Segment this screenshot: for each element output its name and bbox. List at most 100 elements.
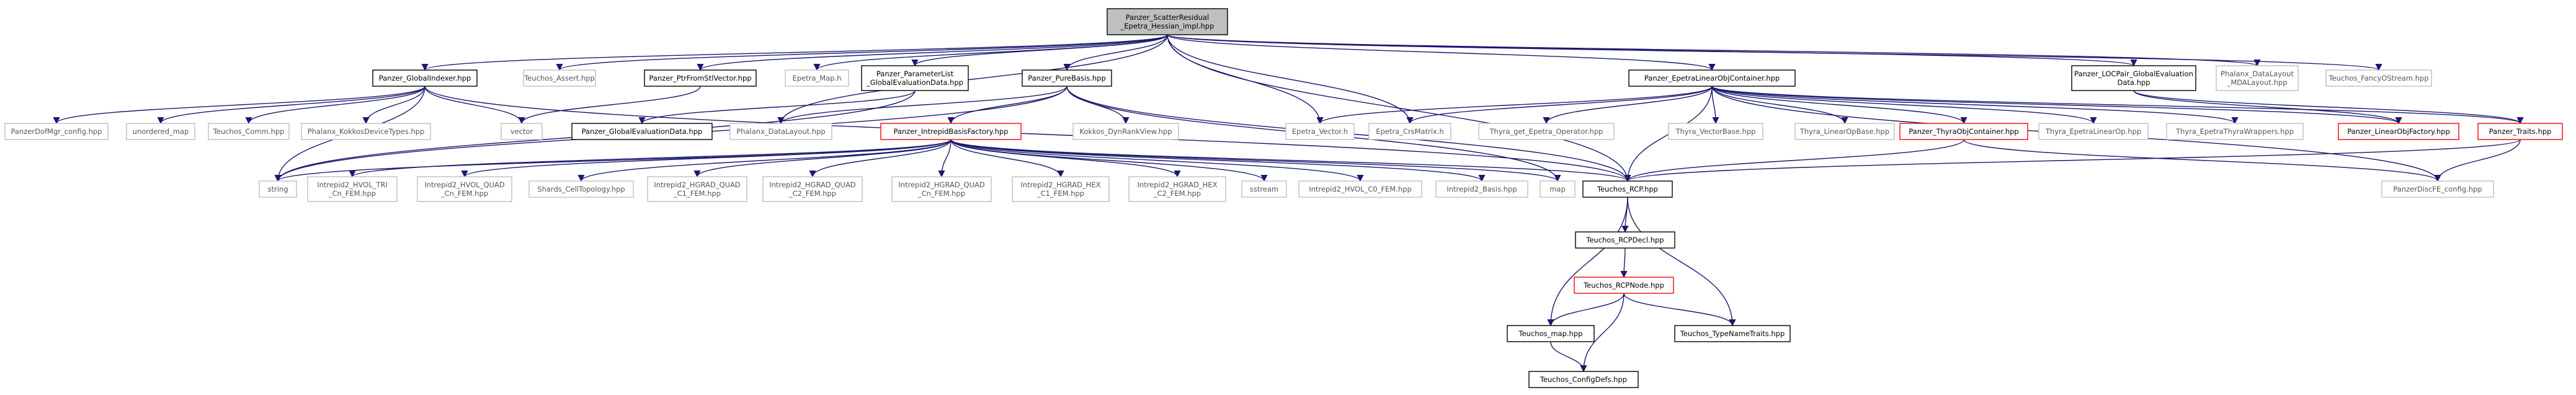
node-hvol_tri: Intrepid2_HVOL_TRI_Cn_FEM.hpp — [307, 176, 398, 202]
node-map: map — [1540, 180, 1575, 198]
node-label: Teuchos_map.hpp — [1518, 329, 1583, 338]
edge-purebasis-to-intrepidfactory — [947, 86, 1067, 125]
node-hgrad_quad_c1: Intrepid2_HGRAD_QUAD_C1_FEM.hpp — [647, 176, 747, 202]
edge-intrepidfactory-to-hvol_tri — [349, 139, 952, 178]
node-box — [301, 123, 431, 140]
node-teuchos_map[interactable]: Teuchos_map.hpp — [1507, 325, 1595, 342]
node-teuchos_asset: Teuchos_Assert.hpp — [523, 69, 596, 87]
node-label: Data.hpp — [2117, 78, 2150, 87]
node-typenametraits[interactable]: Teuchos_TypeNameTraits.hpp — [1674, 325, 1791, 342]
node-thyra_objcontainer[interactable]: Panzer_ThyraObjContainer.hpp — [1899, 123, 2028, 140]
node-label: Panzer_EpetraLinearObjContainer.hpp — [1644, 74, 1780, 82]
node-hgrad_quad_cn: Intrepid2_HGRAD_QUAD_Cn_FEM.hpp — [891, 176, 992, 202]
node-label: Teuchos_Comm.hpp — [213, 127, 285, 136]
node-box — [2477, 123, 2563, 140]
edge-root-to-mdalayout — [1167, 34, 2260, 67]
edge-intrepidfactory-to-hgrad_hex_c2 — [950, 139, 1181, 178]
edge-epetralinear-to-linearobjfactory — [1711, 86, 2402, 125]
node-label: Intrepid2_Basis.hpp — [1446, 185, 1517, 193]
nodes-layer: Panzer_ScatterResidual_Epetra_Hessian_im… — [4, 8, 2563, 388]
node-box — [1628, 69, 1796, 87]
node-box — [1298, 180, 1422, 198]
node-label: Panzer_LinearObjFactory.hpp — [2347, 127, 2450, 136]
edge-root-to-teuchos_rcp — [1167, 34, 1631, 182]
node-label: Panzer_ParameterList — [876, 69, 954, 78]
node-label: string — [267, 185, 288, 193]
node-rcpnode[interactable]: Teuchos_RCPNode.hpp — [1574, 277, 1674, 294]
node-box — [1575, 231, 1675, 249]
node-rcpdecl[interactable]: Teuchos_RCPDecl.hpp — [1575, 231, 1675, 249]
node-box — [785, 69, 849, 87]
node-paramlist[interactable]: Panzer_ParameterList_GlobalEvaluationDat… — [861, 65, 969, 91]
node-dofmgr: PanzerDofMgr_config.hpp — [4, 123, 109, 140]
node-configdefs[interactable]: Teuchos_ConfigDefs.hpp — [1528, 371, 1639, 388]
node-label: Phalanx_DataLayout.hpp — [736, 127, 825, 136]
node-box — [2038, 123, 2149, 140]
node-label: Epetra_CrsMatrix.h — [1376, 127, 1444, 136]
node-box — [1012, 176, 1110, 202]
node-label: Phalanx_KokkosDeviceTypes.hpp — [308, 127, 425, 136]
node-label: Thyra_get_Epetra_Operator.hpp — [1489, 127, 1603, 136]
node-label: Panzer_ScatterResidual — [1126, 13, 1209, 22]
node-box — [1582, 180, 1673, 198]
edge-thyra_objcontainer-to-discfe_config — [1963, 139, 2441, 182]
edge-intrepidfactory-to-shards — [577, 139, 952, 182]
node-label: _Cn_FEM.hpp — [328, 189, 376, 198]
node-label: Panzer_PtrFromStlVector.hpp — [649, 74, 751, 82]
node-teuchos_rcp[interactable]: Teuchos_RCP.hpp — [1582, 180, 1673, 198]
edge-globalindexer-to-vector — [424, 86, 525, 125]
node-box — [417, 176, 512, 202]
edge-root-to-datalayout — [777, 34, 1168, 125]
edge-epetralinear-to-traits — [1711, 86, 2524, 125]
node-teuchos_comm: Teuchos_Comm.hpp — [208, 123, 290, 140]
edge-root-to-ptrfromstv — [697, 34, 1168, 71]
edge-thyra_objcontainer-to-teuchos_rcp — [1624, 139, 1964, 182]
node-datalayout: Phalanx_DataLayout.hpp — [729, 123, 832, 140]
edge-paramlist-to-globalevaldata — [638, 90, 916, 125]
node-box — [2381, 180, 2494, 198]
node-hgrad_hex_c1: Intrepid2_HGRAD_HEX_C1_FEM.hpp — [1012, 176, 1110, 202]
edge-epetralinear-to-thyra_epetralinearop — [1711, 86, 2097, 125]
node-box — [647, 176, 747, 202]
node-label: Teuchos_FancyOStream.hpp — [2328, 74, 2428, 82]
node-box — [2166, 123, 2304, 140]
node-label: Shards_CellTopology.hpp — [537, 185, 625, 193]
node-fancyostream: Teuchos_FancyOStream.hpp — [2325, 69, 2432, 87]
node-label: Thyra_VectorBase.hpp — [1675, 127, 1756, 136]
edge-globalindexer-to-kokkosdevice — [362, 86, 426, 125]
edge-intrepidfactory-to-hvol_quad — [461, 139, 952, 178]
node-shards: Shards_CellTopology.hpp — [528, 180, 634, 198]
node-intrepidfactory[interactable]: Panzer_IntrepidBasisFactory.hpp — [880, 123, 1022, 140]
node-box — [1507, 325, 1595, 342]
node-locpair[interactable]: Panzer_LOCPair_GlobalEvaluationData.hpp — [2071, 65, 2196, 91]
edge-rcpnode-to-typenametraits — [1623, 293, 1736, 327]
node-label: Intrepid2_HVOL_C0_FEM.hpp — [1309, 185, 1412, 193]
node-label: unordered_map — [133, 127, 189, 136]
node-box — [1540, 180, 1575, 198]
edge-epetralinear-to-thyra_get — [1543, 86, 1713, 125]
node-box — [126, 123, 195, 140]
node-epetralinear[interactable]: Panzer_EpetraLinearObjContainer.hpp — [1628, 69, 1796, 87]
node-box — [1668, 123, 1763, 140]
node-ptrfromstv[interactable]: Panzer_PtrFromStlVector.hpp — [644, 69, 757, 87]
node-label: Teuchos_RCP.hpp — [1597, 185, 1658, 193]
edge-epetralinear-to-thyra_wrappers — [1711, 86, 2239, 125]
node-label: Panzer_Traits.hpp — [2489, 127, 2552, 136]
node-discfe_config: PanzerDiscFE_config.hpp — [2381, 180, 2494, 198]
node-thyra_linearopbase: Thyra_LinearOpBase.hpp — [1794, 123, 1895, 140]
edge-traits-to-discfe_config — [2434, 139, 2521, 182]
node-box — [1899, 123, 2028, 140]
node-hgrad_hex_c2: Intrepid2_HGRAD_HEX_C2_FEM.hpp — [1128, 176, 1226, 202]
node-traits[interactable]: Panzer_Traits.hpp — [2477, 123, 2563, 140]
node-purebasis[interactable]: Panzer_PureBasis.hpp — [1022, 69, 1112, 87]
node-globalevaldata[interactable]: Panzer_GlobalEvaluationData.hpp — [571, 123, 713, 140]
node-label: Teuchos_Assert.hpp — [524, 74, 595, 82]
node-box — [528, 180, 634, 198]
node-root[interactable]: Panzer_ScatterResidual_Epetra_Hessian_im… — [1107, 8, 1228, 35]
edge-rcpnode-to-teuchos_map — [1547, 293, 1624, 327]
node-globalindexer[interactable]: Panzer_GlobalIndexer.hpp — [372, 69, 478, 87]
node-linearobjfactory[interactable]: Panzer_LinearObjFactory.hpp — [2338, 123, 2459, 140]
node-box — [1794, 123, 1895, 140]
node-label: _Epetra_Hessian_impl.hpp — [1120, 22, 1214, 30]
